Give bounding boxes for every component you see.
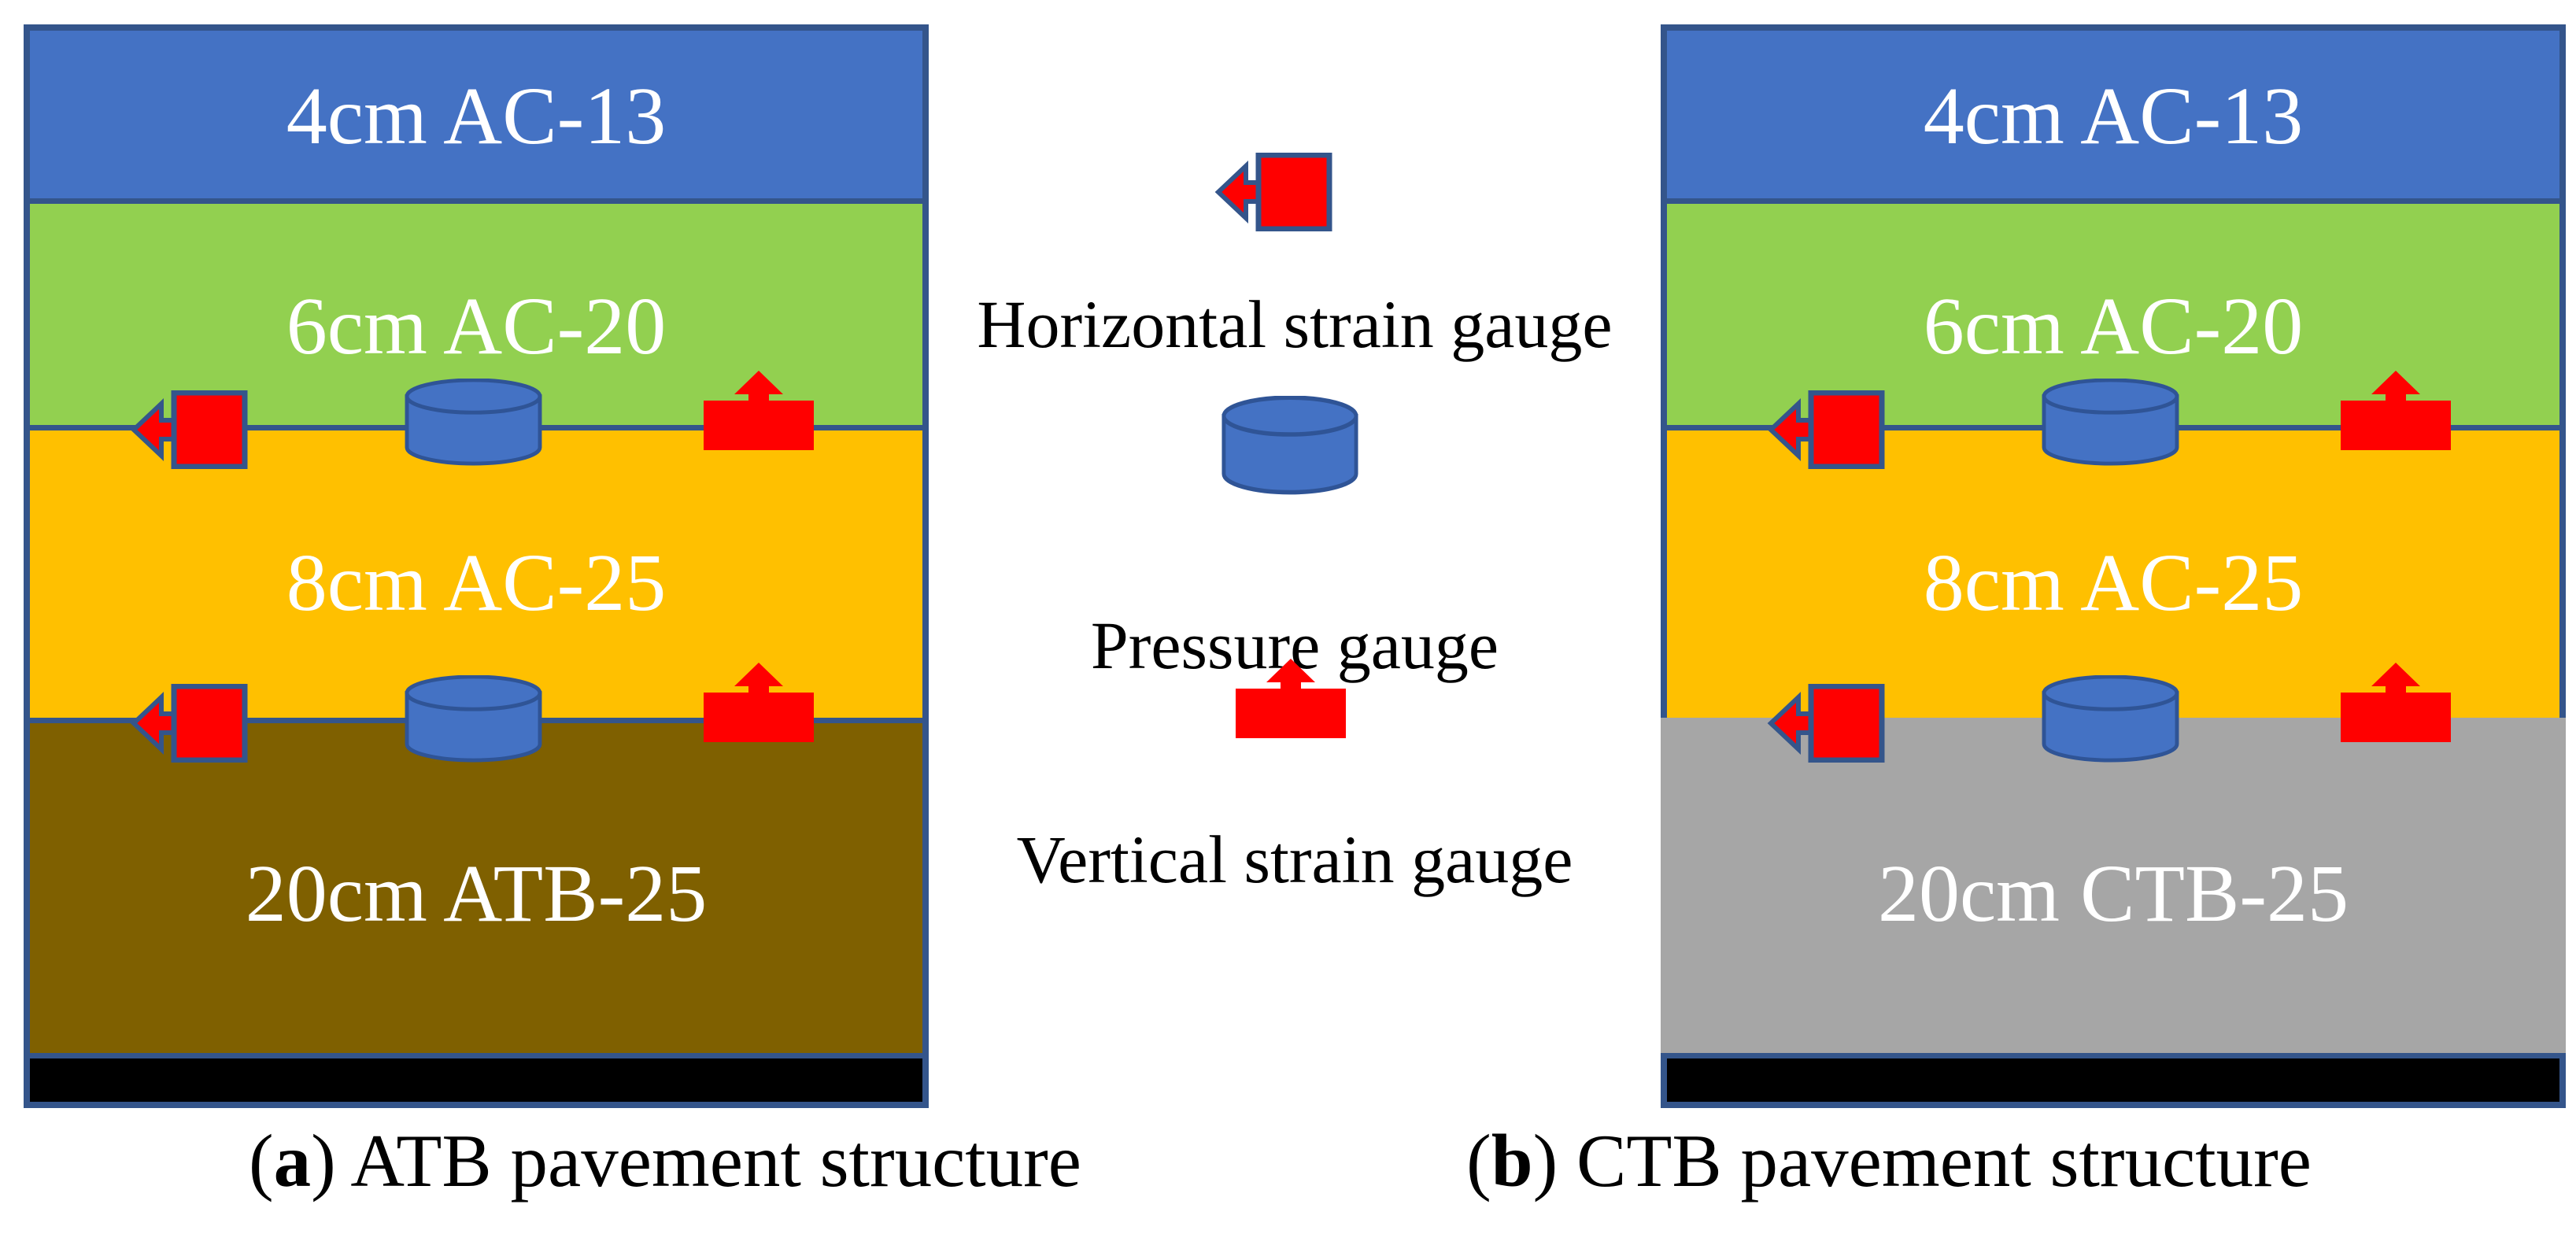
layer-ac25 — [30, 430, 922, 718]
layer-atb25 — [30, 723, 922, 1053]
layer-label-ac25: 8cm AC-25 — [286, 538, 667, 628]
layer-ac13 — [30, 31, 922, 198]
sensor-icons-overlay — [24, 24, 929, 1108]
layer-label-ac13: 4cm AC-13 — [1923, 71, 2304, 161]
legend-label-vertical-strain-gauge: Vertical strain gauge — [1016, 822, 1573, 897]
layer-divider — [30, 198, 922, 204]
caption-text: CTB pavement structure — [1576, 1119, 2312, 1203]
caption-panel-a: (a) ATB pavement structure — [197, 1118, 1133, 1204]
caption-open: ( — [1466, 1119, 1491, 1203]
layer-label-ac25: 8cm AC-25 — [1923, 538, 2304, 628]
legend-label-horizontal-strain-gauge: Horizontal strain gauge — [977, 286, 1613, 362]
layer-subgrade — [30, 1058, 922, 1102]
caption-close: ) — [1532, 1119, 1576, 1203]
pressure-gauge-icon — [1221, 396, 1359, 496]
caption-marker: b — [1491, 1119, 1533, 1203]
layer-divider — [1667, 198, 2559, 204]
horizontal-strain-gauge-icon — [1214, 153, 1332, 231]
layer-ctb25 — [1661, 718, 2566, 1053]
vertical-strain-gauge-icon — [1236, 659, 1346, 738]
layer-subgrade — [1667, 1058, 2559, 1102]
caption-text: ATB pavement structure — [350, 1119, 1081, 1203]
gauge-icons — [134, 371, 814, 760]
layer-divider — [30, 1053, 922, 1058]
panel-atb-structure: 4cm AC-13 6cm AC-20 8cm AC-25 20cm ATB-2… — [24, 24, 929, 1108]
layer-label-ctb25: 20cm CTB-25 — [1878, 848, 2349, 939]
layer-label-ac13: 4cm AC-13 — [286, 71, 667, 161]
gauge-icons — [1771, 371, 2451, 760]
layer-label-ac20: 6cm AC-20 — [286, 281, 667, 371]
layer-ac13 — [1667, 31, 2559, 198]
caption-marker: a — [273, 1119, 312, 1203]
sensor-icons-overlay — [1661, 24, 2566, 1108]
layer-label-ac20: 6cm AC-20 — [1923, 281, 2304, 371]
layer-divider — [1667, 1053, 2559, 1058]
caption-open: ( — [249, 1119, 274, 1203]
caption-close: ) — [311, 1119, 351, 1203]
layer-label-atb25: 20cm ATB-25 — [245, 848, 708, 939]
caption-panel-b: (b) CTB pavement structure — [1421, 1118, 2357, 1204]
panel-ctb-structure: 4cm AC-13 6cm AC-20 8cm AC-25 20cm CTB-2… — [1661, 24, 2566, 1108]
layer-ac25 — [1667, 430, 2559, 718]
